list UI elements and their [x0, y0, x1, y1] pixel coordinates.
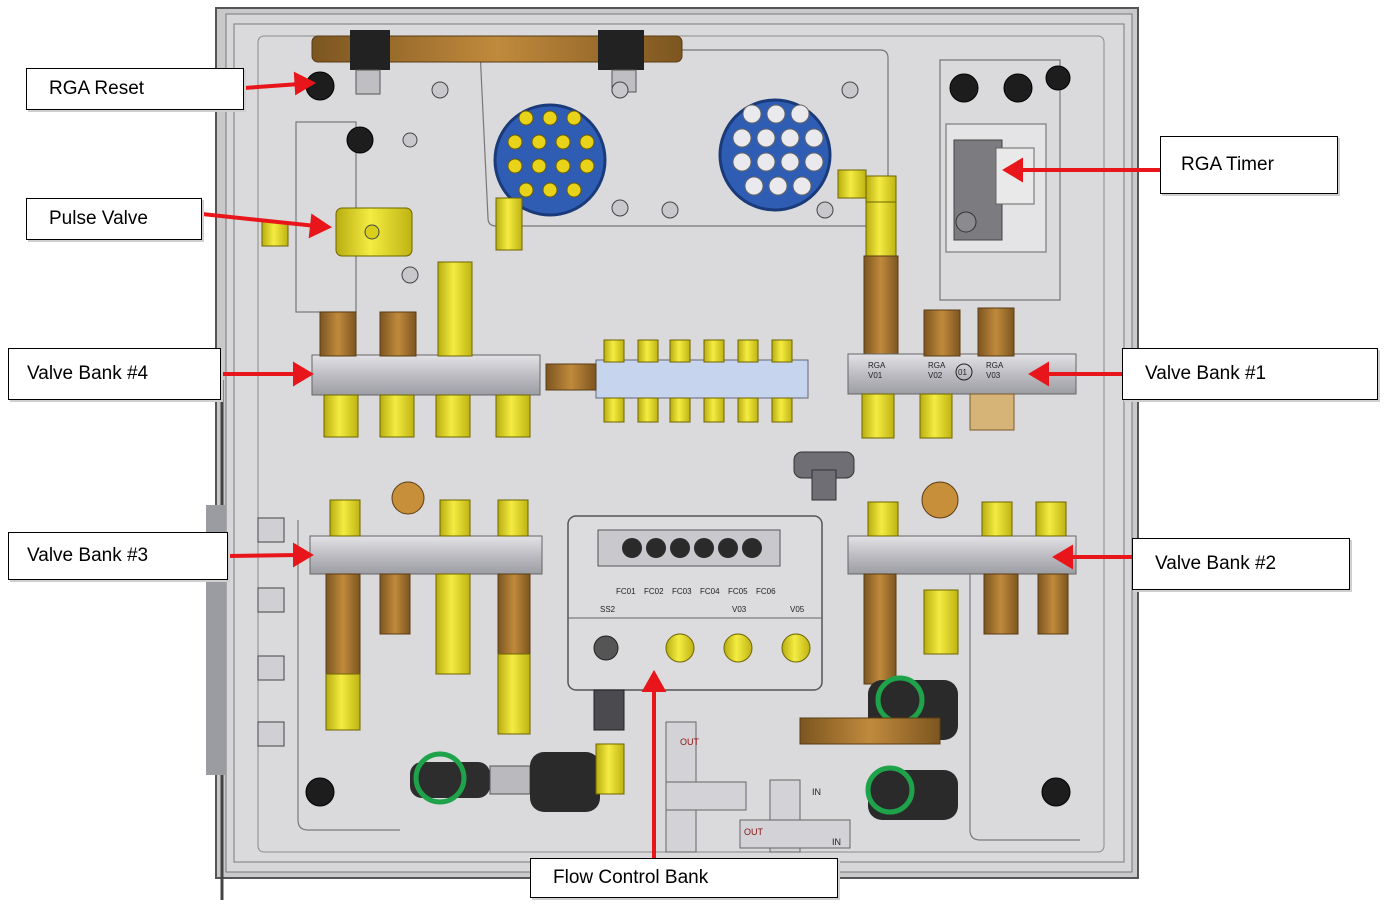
valve-bank-3-rail: [309, 481, 543, 735]
callout-valve-bank-3: Valve Bank #3: [8, 532, 228, 580]
bank1-label-6: RGA: [986, 361, 1004, 370]
callout-rga-timer: RGA Timer: [1160, 136, 1338, 194]
fc-label-6: FC06: [756, 587, 776, 596]
bank1-label-7: V03: [986, 371, 1001, 380]
upper-cylinders: [495, 169, 899, 357]
black-knobs: [305, 65, 1071, 807]
lower-label-v05: V05: [790, 605, 805, 614]
callout-valve-bank-4: Valve Bank #4: [8, 348, 221, 400]
lower-label-ss2: SS2: [600, 605, 616, 614]
bank1-label-5: 01: [958, 368, 967, 377]
callout-valve-bank-2: Valve Bank #2: [1132, 538, 1350, 590]
callout-pulse-valve: Pulse Valve: [26, 198, 202, 240]
rga-timer-unit: [945, 123, 1047, 253]
callout-flow-control-bank: Flow Control Bank: [530, 858, 838, 898]
pulse-valve-body: [261, 207, 413, 257]
panel-screws: [401, 81, 859, 284]
port-label-out-2: OUT: [744, 827, 764, 837]
lower-fittings: OUT OUT IN IN: [410, 451, 958, 853]
bank1-label-1: RGA: [868, 361, 886, 370]
callout-valve-bank-1: Valve Bank #1: [1122, 348, 1378, 400]
port-label-out-1: OUT: [680, 737, 700, 747]
top-manifold-tube: [311, 30, 683, 95]
bank1-label-4: V02: [928, 371, 943, 380]
fc-label-5: FC05: [728, 587, 748, 596]
fc-label-3: FC03: [672, 587, 692, 596]
electrical-connectors: [493, 98, 832, 217]
callout-arrows: [201, 71, 1160, 858]
fc-label-2: FC02: [644, 587, 664, 596]
port-label-in-1: IN: [832, 837, 841, 847]
bank1-label-2: V01: [868, 371, 883, 380]
lower-label-v03: V03: [732, 605, 747, 614]
bank1-label-3: RGA: [928, 361, 946, 370]
port-label-in-2: IN: [812, 787, 821, 797]
left-side-fittings: [257, 517, 285, 747]
valve-bank-1-rail: RGA V01 RGA V02 01 RGA V03: [847, 307, 1077, 439]
center-manifold: [545, 339, 809, 423]
valve-bank-2-rail: [847, 481, 1077, 685]
valve-bank-4-rail: [311, 261, 541, 438]
fc-label-1: FC01: [616, 587, 636, 596]
flow-control-box: FC01 FC02 FC03 FC04 FC05 FC06 SS2 V03 V0…: [567, 515, 823, 731]
callout-rga-reset: RGA Reset: [26, 68, 244, 110]
fc-label-4: FC04: [700, 587, 720, 596]
